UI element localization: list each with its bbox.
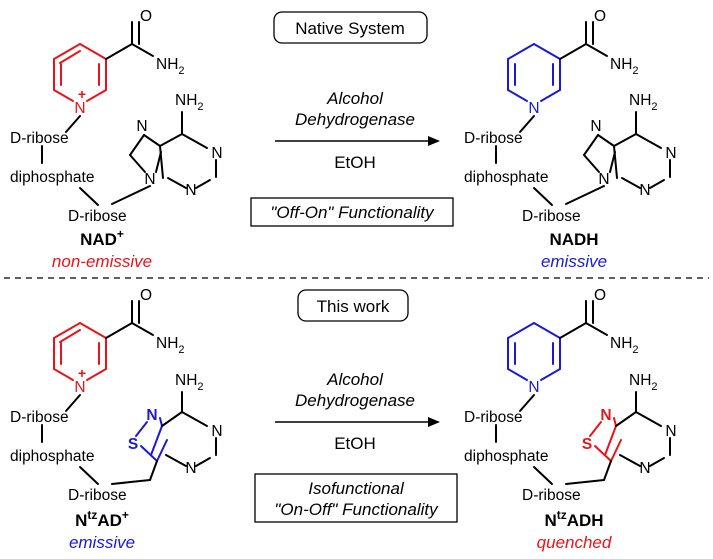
native-system-label: Native System	[295, 19, 405, 38]
nadh-property: emissive	[541, 252, 607, 271]
native-system-box	[273, 11, 428, 44]
top-reagent: EtOH	[334, 153, 376, 172]
nadh-amide-nh2: NH2	[610, 56, 639, 77]
nad-property: non-emissive	[52, 252, 152, 271]
ntzad-amide-o: O	[140, 287, 152, 304]
ntzad-property: emissive	[69, 533, 135, 552]
top-condition-line2: Dehydrogenase	[295, 110, 415, 129]
bottom-condition-line2: Dehydrogenase	[295, 391, 415, 410]
nad-base-n3: N	[211, 145, 222, 162]
bottom-arrow-head	[428, 417, 440, 427]
nad-sugar-top: D-ribose	[10, 130, 69, 147]
ntzadh-thiazole-ring	[589, 417, 622, 462]
nad-base-n1: N	[136, 118, 147, 135]
on-off-line1: Isofunctional	[308, 479, 405, 498]
ntzad-thia-n: N	[146, 407, 157, 424]
ntzadh-amide-o: O	[594, 287, 606, 304]
nad-amide-o: O	[140, 8, 152, 25]
nadh-adenine	[583, 111, 671, 189]
top-arrow-head	[428, 136, 440, 146]
ntzadh-thia-s: S	[582, 436, 592, 453]
nad-base-n2: N	[144, 171, 155, 188]
nad-sugar-bottom: D-ribose	[68, 208, 127, 225]
nadh-structure: N O NH2 D-ribose diphosphate D-ribose NH…	[464, 8, 677, 225]
nadh-name: NADH	[549, 230, 598, 249]
ntzadh-base-amine: NH2	[629, 372, 658, 393]
ntzad-sugar-top: D-ribose	[10, 409, 69, 426]
ntzadh-ring-n: N	[528, 379, 539, 396]
ntzadh-base-n2: N	[639, 460, 650, 477]
top-condition-line1: Alcohol	[326, 89, 384, 108]
ntzad-ring-charge: +	[78, 365, 86, 381]
ntzadh-sugar-bottom: D-ribose	[522, 487, 581, 504]
nad-pyridinium-ring	[53, 43, 107, 102]
nadh-base-n3: N	[665, 145, 676, 162]
ntzadh-structure: N O NH2 D-ribose diphosphate D-ribose	[464, 287, 677, 504]
ntzad-base-n1: N	[211, 423, 222, 440]
nad-base-amine: NH2	[175, 92, 204, 113]
ntzad-base-n2: N	[185, 460, 196, 477]
ntzad-linker: diphosphate	[10, 448, 94, 465]
ntzad-sugar-bottom: D-ribose	[68, 487, 127, 504]
ntzadh-amide-nh2: NH2	[610, 335, 639, 356]
bottom-reagent: EtOH	[334, 434, 376, 453]
this-work-box	[297, 289, 409, 322]
nadh-base-n4: N	[639, 182, 650, 199]
nadh-base-n2: N	[598, 171, 609, 188]
ntzadh-name: NtzADH	[544, 508, 603, 530]
bottom-condition-line1: Alcohol	[326, 370, 384, 389]
ntzadh-thia-n: N	[600, 407, 611, 424]
nadh-base-amine: NH2	[629, 92, 658, 113]
ntzad-ring-n: N	[74, 379, 85, 396]
ntzad-plus-structure: N + O NH2 D-ribose diphosphate D-ribose	[10, 287, 223, 504]
ntzadh-sugar-top: D-ribose	[464, 409, 523, 426]
ntzad-thiazole-ring	[135, 417, 168, 462]
ntzad-base-amine: NH2	[175, 372, 204, 393]
ntzad-pyridinium-ring	[53, 322, 107, 381]
nadh-sugar-bottom: D-ribose	[522, 208, 581, 225]
nadh-base-n1: N	[590, 118, 601, 135]
nad-linker: diphosphate	[10, 169, 94, 186]
ntzad-pyrimidine-ring	[111, 391, 217, 485]
on-off-line2: "On-Off" Functionality	[274, 500, 439, 519]
ntzadh-base-n1: N	[665, 423, 676, 440]
nadh-sugar-top: D-ribose	[464, 130, 523, 147]
nadh-linker: diphosphate	[464, 169, 548, 186]
nadh-dihydropyridine-ring	[507, 43, 561, 102]
nad-name: NAD+	[80, 227, 124, 249]
nadh-amide-o: O	[594, 8, 606, 25]
off-on-box	[250, 197, 454, 227]
nad-ring-n: N	[74, 100, 85, 117]
ntzadh-linker: diphosphate	[464, 448, 548, 465]
ntzad-thia-s: S	[128, 436, 138, 453]
ntzadh-property: quenched	[537, 533, 612, 552]
nad-adenine	[129, 111, 217, 189]
on-off-box	[254, 473, 458, 523]
ntzadh-pyrimidine-ring	[565, 391, 671, 485]
nad-ring-charge: +	[78, 86, 86, 102]
off-on-label: "Off-On" Functionality	[270, 203, 435, 222]
this-work-label: This work	[317, 297, 390, 316]
ntzadh-dihydropyridine-ring	[507, 322, 561, 381]
nad-plus-structure: N + O NH2 D-ribose diphosphate D-ribose	[10, 8, 223, 225]
nadh-ring-n: N	[528, 100, 539, 117]
nad-base-n4: N	[185, 182, 196, 199]
ntzad-amide-nh2: NH2	[156, 335, 185, 356]
nad-amide-nh2: NH2	[156, 56, 185, 77]
ntzad-name: NtzAD+	[75, 508, 129, 530]
